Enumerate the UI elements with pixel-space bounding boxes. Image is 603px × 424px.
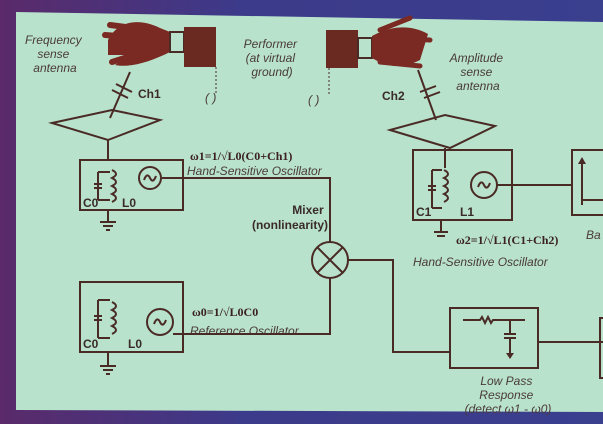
slide-background bbox=[16, 12, 603, 412]
truncated-box-label: Ba bbox=[586, 228, 601, 242]
hand-oscillator-2-title: Hand-Sensitive Oscillator bbox=[413, 255, 549, 269]
virtual-ground-right: ( ) bbox=[308, 93, 319, 107]
svg-text:C1: C1 bbox=[416, 205, 432, 219]
svg-text:C0: C0 bbox=[83, 337, 99, 351]
mixer-label: Mixer (nonlinearity) bbox=[252, 203, 328, 232]
svg-text:L1: L1 bbox=[460, 205, 474, 219]
omega0-formula: ω0=1/√L0C0 bbox=[192, 305, 258, 319]
virtual-ground-left: ( ) bbox=[205, 91, 216, 105]
mixer bbox=[311, 241, 349, 279]
left-hand-icon bbox=[102, 22, 216, 67]
svg-text:L0: L0 bbox=[122, 196, 136, 210]
lpf-label: Low Pass Response (detect ω1 - ω0) bbox=[465, 374, 552, 416]
ch1-label: Ch1 bbox=[138, 87, 161, 101]
omega1-formula: ω1=1/√L0(C0+Ch1) bbox=[190, 149, 292, 163]
frequency-antenna bbox=[48, 108, 164, 142]
hand-oscillator-1-title: Hand-Sensitive Oscillator bbox=[187, 164, 323, 178]
reference-oscillator: C0 L0 bbox=[79, 281, 184, 375]
omega2-formula: ω2=1/√L1(C1+Ch2) bbox=[456, 233, 558, 247]
reference-oscillator-title: Reference Oscillator bbox=[190, 324, 300, 338]
performer-label: Performer (at virtual ground) bbox=[244, 37, 301, 79]
freq-antenna-label: Frequency sense antenna bbox=[25, 33, 85, 75]
hand-oscillator-1: C0 L0 bbox=[79, 159, 184, 231]
truncated-box bbox=[571, 149, 603, 379]
ch2-label: Ch2 bbox=[382, 89, 405, 103]
low-pass-filter bbox=[449, 307, 539, 369]
svg-text:L0: L0 bbox=[128, 337, 142, 351]
amplitude-antenna bbox=[386, 113, 499, 150]
right-hand-icon bbox=[326, 15, 433, 69]
amp-antenna-label: Amplitude sense antenna bbox=[449, 51, 507, 93]
svg-text:C0: C0 bbox=[83, 196, 99, 210]
